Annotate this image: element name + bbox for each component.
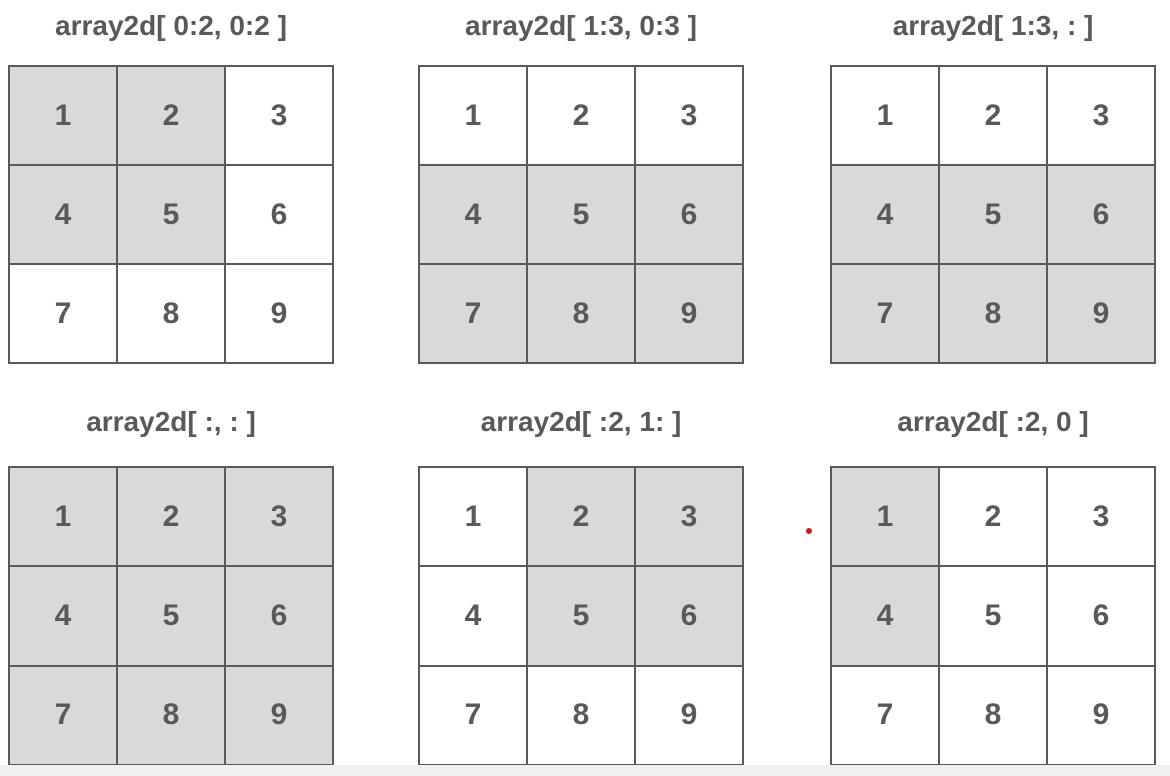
- panel-title: array2d[ 0:2, 0:2 ]: [55, 10, 287, 41]
- cell-r0c2: 3: [635, 467, 743, 567]
- cell-r2c0: 7: [9, 665, 117, 765]
- cell-r1c2: 6: [225, 566, 333, 666]
- cell-r1c1: 5: [117, 165, 225, 264]
- laser-pointer-dot: [806, 528, 812, 534]
- cell-r1c2: 6: [635, 566, 743, 666]
- cell-r1c1: 5: [527, 165, 635, 264]
- cell-r0c2: 3: [225, 66, 333, 165]
- cell-r1c2: 6: [1047, 165, 1155, 264]
- cell-r2c1: 8: [527, 665, 635, 765]
- panel-title: array2d[ 1:3, 0:3 ]: [465, 10, 697, 41]
- cell-r0c1: 2: [939, 467, 1047, 567]
- cell-r0c0: 1: [419, 467, 527, 567]
- cell-r2c0: 7: [831, 665, 939, 765]
- cell-r2c1: 8: [117, 264, 225, 363]
- cell-r1c0: 4: [831, 566, 939, 666]
- cell-r1c1: 5: [117, 566, 225, 666]
- cell-r0c2: 3: [635, 66, 743, 165]
- cell-r1c0: 4: [419, 566, 527, 666]
- panel-title: array2d[ :2, 0 ]: [897, 406, 1089, 437]
- cell-r2c2: 9: [225, 665, 333, 765]
- cell-r0c2: 3: [225, 467, 333, 567]
- cell-r1c0: 4: [831, 165, 939, 264]
- cell-r0c0: 1: [9, 66, 117, 165]
- cell-r0c1: 2: [939, 66, 1047, 165]
- cell-r1c2: 6: [635, 165, 743, 264]
- cell-r1c2: 6: [225, 165, 333, 264]
- cell-r2c0: 7: [9, 264, 117, 363]
- panel-title: array2d[ :2, 1: ]: [480, 406, 682, 437]
- cell-r0c1: 2: [117, 66, 225, 165]
- bottom-edge-strip: [0, 765, 1170, 776]
- cell-r0c2: 3: [1047, 66, 1155, 165]
- cell-r2c0: 7: [831, 264, 939, 363]
- cell-r0c2: 3: [1047, 467, 1155, 567]
- cell-r2c2: 9: [1047, 665, 1155, 765]
- cell-r2c1: 8: [939, 665, 1047, 765]
- cell-r1c0: 4: [9, 566, 117, 666]
- cell-r0c1: 2: [527, 467, 635, 567]
- cell-r0c0: 1: [831, 467, 939, 567]
- cell-r0c0: 1: [831, 66, 939, 165]
- cell-r0c1: 2: [527, 66, 635, 165]
- cell-r2c1: 8: [939, 264, 1047, 363]
- cell-r2c1: 8: [117, 665, 225, 765]
- cell-r0c1: 2: [117, 467, 225, 567]
- cell-r1c1: 5: [939, 165, 1047, 264]
- cell-r2c2: 9: [1047, 264, 1155, 363]
- cell-r2c1: 8: [527, 264, 635, 363]
- cell-r2c2: 9: [635, 264, 743, 363]
- cell-r1c0: 4: [419, 165, 527, 264]
- cell-r1c0: 4: [9, 165, 117, 264]
- panel-title: array2d[ :, : ]: [86, 406, 256, 437]
- cell-r2c0: 7: [419, 665, 527, 765]
- cell-r1c1: 5: [527, 566, 635, 666]
- cell-r0c0: 1: [419, 66, 527, 165]
- panel-title: array2d[ 1:3, : ]: [892, 10, 1094, 41]
- cell-r1c1: 5: [939, 566, 1047, 666]
- cell-r0c0: 1: [9, 467, 117, 567]
- cell-r2c2: 9: [225, 264, 333, 363]
- cell-r2c0: 7: [419, 264, 527, 363]
- cell-r2c2: 9: [635, 665, 743, 765]
- cell-r1c2: 6: [1047, 566, 1155, 666]
